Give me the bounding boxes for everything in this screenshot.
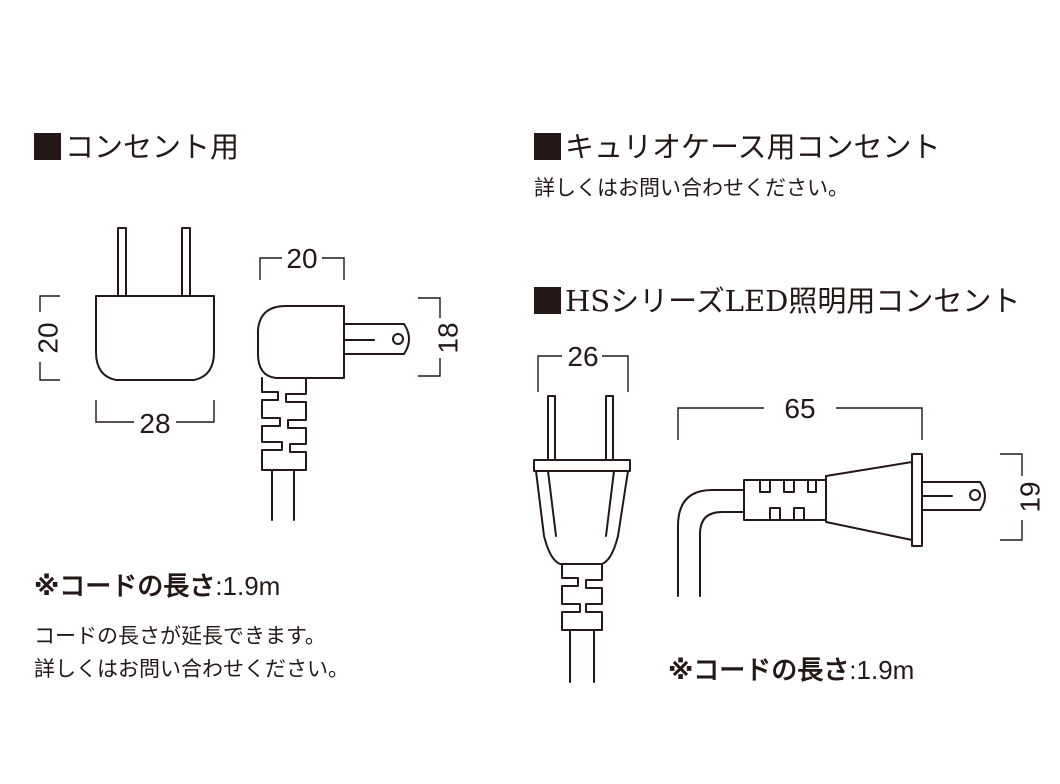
cord-length-label: ※コードの長さ (668, 656, 850, 686)
dimension-line (418, 358, 441, 377)
dimension-line (836, 407, 923, 440)
cord-length-right: ※コードの長さ:1.9m (668, 650, 914, 687)
plug-prong (117, 227, 127, 297)
plug-prong (181, 227, 191, 297)
dim-plug-width: 28 (139, 408, 170, 439)
dim-plug-height: 20 (32, 322, 63, 353)
extension-note-line2: 詳しくはお問い合わせください。 (34, 657, 349, 681)
straight-plug-drawing: 20 28 (32, 227, 215, 439)
strain-relief (261, 377, 307, 471)
dimension-line (537, 355, 562, 392)
heading-curio-case-text: キュリオケース用コンセント (565, 130, 941, 164)
cord-length-value: :1.9m (215, 571, 281, 601)
blade-hole (392, 333, 404, 345)
dimension-line (176, 400, 215, 423)
square-bullet-icon (534, 133, 561, 160)
angled-plug-blade (343, 323, 410, 355)
plug-body (95, 295, 215, 381)
dim-angled-height: 18 (432, 322, 463, 353)
dimension-line (418, 297, 441, 318)
cord (677, 489, 745, 597)
dimension-line (95, 400, 134, 423)
curio-case-note: 詳しくはお問い合わせください。 (534, 176, 849, 200)
strain-relief-grooves (759, 479, 817, 493)
cord-length-value: :1.9m (849, 655, 915, 685)
plug-body-edge (547, 470, 615, 537)
square-bullet-icon (34, 133, 61, 160)
cord (569, 629, 595, 683)
cord-length-label: ※コードの長さ (34, 572, 216, 602)
strain-relief-grooves (769, 507, 805, 521)
dim-angled-width: 20 (286, 243, 317, 274)
plug-blade (921, 481, 986, 511)
blade-hole (969, 489, 981, 501)
dimension-line (677, 407, 764, 440)
dimension-line (1000, 520, 1023, 541)
heading-hs-series-text: HSシリーズLED照明用コンセント (565, 284, 1021, 318)
extension-note-line1: コードの長さが延長できます。 (34, 624, 326, 648)
plug-prong (605, 395, 614, 461)
hs-horizontal-plug-drawing: 65 19 (677, 393, 1045, 597)
dim-hs-plug-width: 26 (567, 341, 598, 372)
dimension-line (322, 257, 345, 280)
dimension-line (259, 257, 282, 280)
strain-relief (561, 563, 603, 631)
dim-hs-plug-height: 19 (1014, 481, 1045, 512)
plug-head (911, 453, 923, 547)
plug-prong (547, 395, 556, 461)
angled-plug-drawing: 20 18 (257, 243, 463, 521)
heading-hs-series: HSシリーズLED照明用コンセント (534, 278, 1020, 320)
heading-curio-case: キュリオケース用コンセント (534, 124, 941, 166)
dimension-line (1000, 453, 1023, 476)
dimension-line (39, 362, 60, 381)
dim-hs-plug-length: 65 (784, 393, 815, 424)
dimension-line (602, 355, 629, 392)
heading-outlet-text: コンセント用 (65, 130, 240, 164)
dimension-line (39, 295, 60, 312)
heading-outlet: コンセント用 (34, 124, 239, 166)
angled-plug-body (257, 305, 345, 379)
cord (271, 469, 295, 521)
cord-length-left: ※コードの長さ:1.9m (34, 566, 280, 603)
hs-vertical-plug-drawing: 26 (533, 341, 631, 683)
plug-body (825, 461, 913, 541)
plug-head (533, 459, 631, 472)
cord (699, 511, 745, 597)
square-bullet-icon (534, 287, 561, 314)
